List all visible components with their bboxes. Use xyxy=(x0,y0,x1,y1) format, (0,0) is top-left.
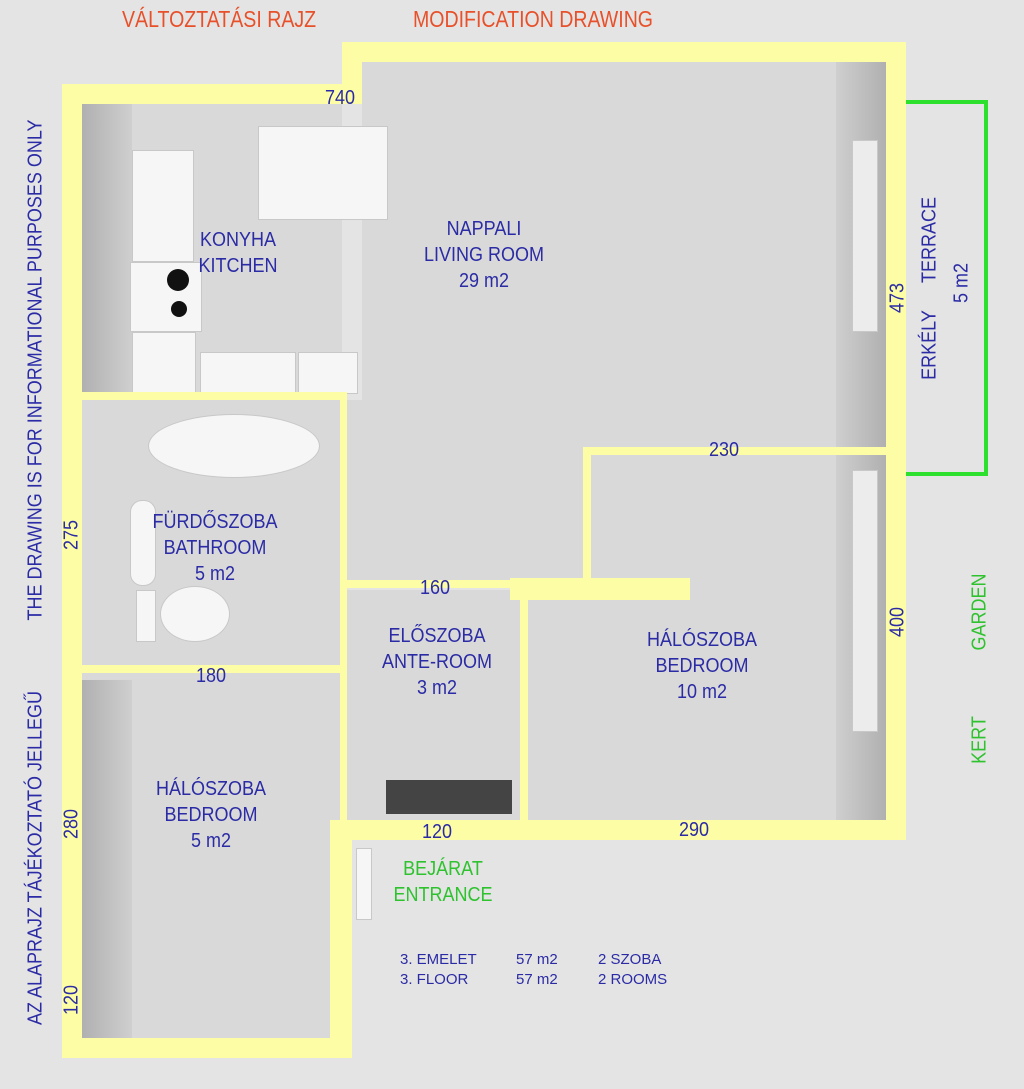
terrace-outline xyxy=(906,100,988,476)
summary-rooms: 2 ROOMS xyxy=(598,971,668,988)
summary-area: 57 m2 xyxy=(516,971,558,988)
toilet xyxy=(160,586,230,642)
title-en: MODIFICATION DRAWING xyxy=(413,6,654,32)
dim-ante-top: 160 xyxy=(419,577,451,599)
room-name-en: BEDROOM xyxy=(655,655,749,677)
summary-area: 57 m2 xyxy=(516,951,558,968)
room-name-hu: FÜRDŐSZOBA xyxy=(152,511,278,533)
room-name-hu: NAPPALI xyxy=(446,218,522,240)
terrace-area: 5 m2 xyxy=(950,262,973,304)
room-entrance: BEJÁRAT ENTRANCE xyxy=(393,856,492,908)
summary-table: 3. EMELET 57 m2 2 SZOBA 3. FLOOR 57 m2 2 ROO… xyxy=(400,950,667,990)
bathtub xyxy=(148,414,320,478)
summary-rooms: 2 SZOBA xyxy=(598,951,662,968)
room-name-hu: HÁLÓSZOBA xyxy=(646,629,758,651)
kitchen-counter xyxy=(132,150,194,262)
room-area: 10 m2 xyxy=(676,681,728,703)
dim-terrace-side: 473 xyxy=(886,282,909,314)
dim-bedroom-top: 230 xyxy=(708,439,740,461)
summary-floor: 3. FLOOR xyxy=(400,971,469,988)
dim-bath-bottom: 180 xyxy=(195,665,227,687)
room-area: 29 m2 xyxy=(458,270,510,292)
dim-entrance-left: 120 xyxy=(60,984,83,1016)
dim-top: 740 xyxy=(324,87,356,109)
room-area: 5 m2 xyxy=(190,830,232,852)
disclaimer-hu: AZ ALAPRAJZ TÁJÉKOZTATÓ JELLEGŰ xyxy=(24,690,47,1026)
dim-bedroom-right: 400 xyxy=(886,606,909,638)
room-living: NAPPALI LIVING ROOM 29 m2 xyxy=(424,216,544,294)
garden-name-hu: KERT xyxy=(968,716,991,764)
summary-row: 3. EMELET 57 m2 2 SZOBA xyxy=(400,950,667,970)
title-hu: VÁLTOZTATÁSI RAJZ xyxy=(122,6,317,32)
room-name-en: LIVING ROOM xyxy=(423,244,545,266)
dim-bedroom-left: 280 xyxy=(60,808,83,840)
shoe-cabinet xyxy=(386,780,512,814)
dim-bedroom-bottom: 290 xyxy=(678,819,710,841)
room-name-en: BEDROOM xyxy=(164,804,258,826)
room-name-en: ENTRANCE xyxy=(393,884,493,906)
room-name-hu: BEJÁRAT xyxy=(403,858,483,880)
room-name-hu: ELŐSZOBA xyxy=(388,625,486,647)
room-name-en: ANTE-ROOM xyxy=(382,651,492,673)
entrance-door[interactable] xyxy=(356,848,372,920)
dim-bath-left: 275 xyxy=(60,519,83,551)
room-kitchen: KONYHA KITCHEN xyxy=(198,227,277,279)
garden-name-en: GARDEN xyxy=(968,573,991,651)
room-name-hu: HÁLÓSZOBA xyxy=(155,778,267,800)
room-area: 5 m2 xyxy=(194,563,236,585)
room-bathroom: FÜRDŐSZOBA BATHROOM 5 m2 xyxy=(152,509,277,587)
stove xyxy=(130,262,202,332)
kitchen-cabinet xyxy=(258,126,388,220)
summary-floor: 3. EMELET xyxy=(400,951,477,968)
window xyxy=(852,470,878,732)
room-name-en: BATHROOM xyxy=(163,537,267,559)
burner-icon xyxy=(167,269,189,291)
burner-icon xyxy=(171,301,187,317)
room-area: 3 m2 xyxy=(416,677,458,699)
room-bedroom-small: HÁLÓSZOBA BEDROOM 5 m2 xyxy=(156,776,266,854)
disclaimer-en: THE DRAWING IS FOR INFORMATIONAL PURPOSE… xyxy=(24,119,47,621)
summary-row: 3. FLOOR 57 m2 2 ROOMS xyxy=(400,970,667,990)
terrace-name-en: TERRACE xyxy=(918,196,941,284)
terrace-name-hu: ERKÉLY xyxy=(918,310,941,380)
window xyxy=(852,140,878,332)
room-ante: ELŐSZOBA ANTE-ROOM 3 m2 xyxy=(382,623,492,701)
dim-ante-bottom: 120 xyxy=(421,821,453,843)
room-bedroom-large: HÁLÓSZOBA BEDROOM 10 m2 xyxy=(647,627,757,705)
sink xyxy=(200,352,296,394)
room-name-en: KITCHEN xyxy=(198,255,278,277)
room-name-hu: KONYHA xyxy=(199,229,277,251)
sink xyxy=(130,500,156,586)
